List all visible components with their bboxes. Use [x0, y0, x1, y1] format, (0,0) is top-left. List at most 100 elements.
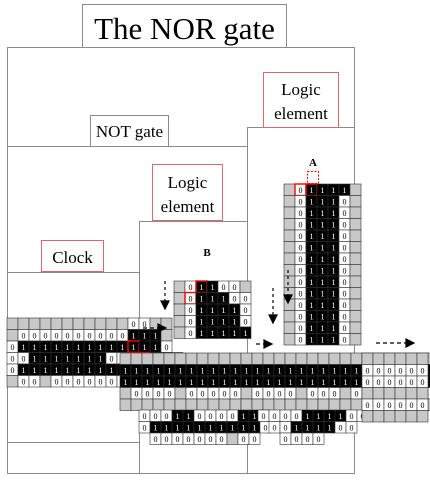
grid-cell — [28, 317, 41, 330]
grid-cell-value: 1 — [332, 312, 336, 321]
grid-cell — [349, 310, 362, 323]
grid-cell-value: 0 — [289, 389, 293, 398]
grid-cell-value: 0 — [11, 354, 15, 363]
grid-cell — [372, 352, 385, 365]
grid-cell-value: 1 — [231, 423, 235, 432]
grid-cell — [349, 264, 362, 277]
grid-cell — [163, 398, 176, 411]
grid-cell-value: 0 — [212, 389, 216, 398]
grid-cell-value: 1 — [310, 209, 314, 218]
grid-cell-value: 0 — [234, 389, 238, 398]
grid-cell-value: 1 — [121, 343, 125, 352]
grid-cell-value: 1 — [66, 354, 70, 363]
grid-cell-value: 1 — [110, 366, 114, 375]
grid-cell-value: 0 — [244, 317, 248, 326]
grid-cell-value: 0 — [410, 378, 414, 387]
grid-cell-value: 1 — [223, 366, 227, 375]
grid-cell — [283, 195, 296, 208]
grid-cell-value: 0 — [55, 331, 59, 340]
grid-cell — [229, 352, 242, 365]
grid-cell-value: 1 — [322, 378, 326, 387]
grid-cell — [416, 387, 429, 400]
grid-cell — [229, 398, 242, 411]
grid-cell — [283, 333, 296, 346]
grid-cell-value: 1 — [321, 324, 325, 333]
grid-cell — [173, 315, 186, 328]
grid-cell — [295, 398, 308, 411]
grid-cell — [173, 326, 186, 339]
grid-cell-value: 1 — [339, 412, 343, 421]
grid-cell — [349, 229, 362, 242]
grid-cell-value: 1 — [44, 343, 48, 352]
grid-cell-value: 1 — [332, 301, 336, 310]
grid-cell-value: 1 — [200, 294, 204, 303]
grid-cell-value: 0 — [299, 335, 303, 344]
grid-cell — [383, 387, 396, 400]
logic-element-mid-label-line2: element — [161, 197, 215, 216]
grid-cell-value: 0 — [388, 366, 392, 375]
grid-cell-value: 1 — [332, 186, 336, 195]
grid-cell-value: 1 — [321, 266, 325, 275]
grid-cell-value: 1 — [77, 366, 81, 375]
title-box — [82, 4, 287, 48]
grid-cell-value: 0 — [299, 220, 303, 229]
grid-cell-value: 0 — [110, 354, 114, 363]
grid-cell-value: 0 — [242, 435, 246, 444]
grid-cell-value: 0 — [222, 283, 226, 292]
grid-cell-value: 0 — [299, 266, 303, 275]
grid-cell-value: 1 — [209, 423, 213, 432]
grid-cell-value: 1 — [321, 255, 325, 264]
grid-cell-value: 1 — [22, 343, 26, 352]
grid-cell-value: 1 — [179, 378, 183, 387]
grid-cell — [349, 183, 362, 196]
logic-element-top-label-box — [263, 72, 339, 128]
arrow-down-icon — [283, 270, 293, 305]
grid-cell-value: 0 — [88, 331, 92, 340]
grid-cell-value: 0 — [377, 401, 381, 410]
grid-cell-value: 0 — [244, 294, 248, 303]
grid-cell — [349, 241, 362, 254]
grid-cell-value: 0 — [267, 389, 271, 398]
grid-cell-value: 0 — [143, 423, 147, 432]
grid-cell-value: 1 — [328, 423, 332, 432]
grid-cell-value: 0 — [22, 377, 26, 386]
grid-cell-value: 1 — [245, 366, 249, 375]
grid-cell — [306, 398, 319, 411]
grid-cell-value: 1 — [222, 317, 226, 326]
grid-cell-value: 0 — [343, 335, 347, 344]
grid-cell-value: 0 — [11, 343, 15, 352]
grid-cell — [240, 352, 253, 365]
grid-cell-value: 0 — [223, 389, 227, 398]
grid-cell-value: 0 — [295, 435, 299, 444]
grid-cell — [130, 352, 143, 365]
grid-cell-value: 0 — [343, 278, 347, 287]
grid-cell-value: 0 — [264, 423, 268, 432]
grid-cell-value: 1 — [99, 366, 103, 375]
grid-cell-value: 1 — [344, 366, 348, 375]
grid-cell-value: 1 — [256, 378, 260, 387]
grid-cell — [317, 352, 330, 365]
grid-cell-value: 1 — [88, 366, 92, 375]
grid-cell-value: 1 — [99, 354, 103, 363]
grid-cell-value: 0 — [278, 389, 282, 398]
grid-cell-value: 1 — [321, 186, 325, 195]
arrow-down-icon — [160, 281, 170, 311]
grid-cell — [361, 410, 374, 423]
grid-cell-value: 1 — [310, 186, 314, 195]
grid-cell-value: 1 — [310, 335, 314, 344]
grid-cell — [405, 387, 418, 400]
grid-cell-value: 1 — [212, 366, 216, 375]
grid-cell-value: 0 — [201, 389, 205, 398]
grid-cell — [196, 352, 209, 365]
grid-cell-value: 1 — [289, 378, 293, 387]
grid-cell — [262, 352, 275, 365]
grid-cell — [283, 218, 296, 231]
grid-cell — [283, 321, 296, 334]
grid-cell-value: 1 — [220, 423, 224, 432]
grid-cell-value: 1 — [332, 232, 336, 241]
grid-cell — [283, 252, 296, 265]
grid-cell-value: 1 — [321, 243, 325, 252]
grid-cell-value: 1 — [256, 366, 260, 375]
grid-cell — [262, 398, 275, 411]
grid-cell-value: 1 — [222, 294, 226, 303]
